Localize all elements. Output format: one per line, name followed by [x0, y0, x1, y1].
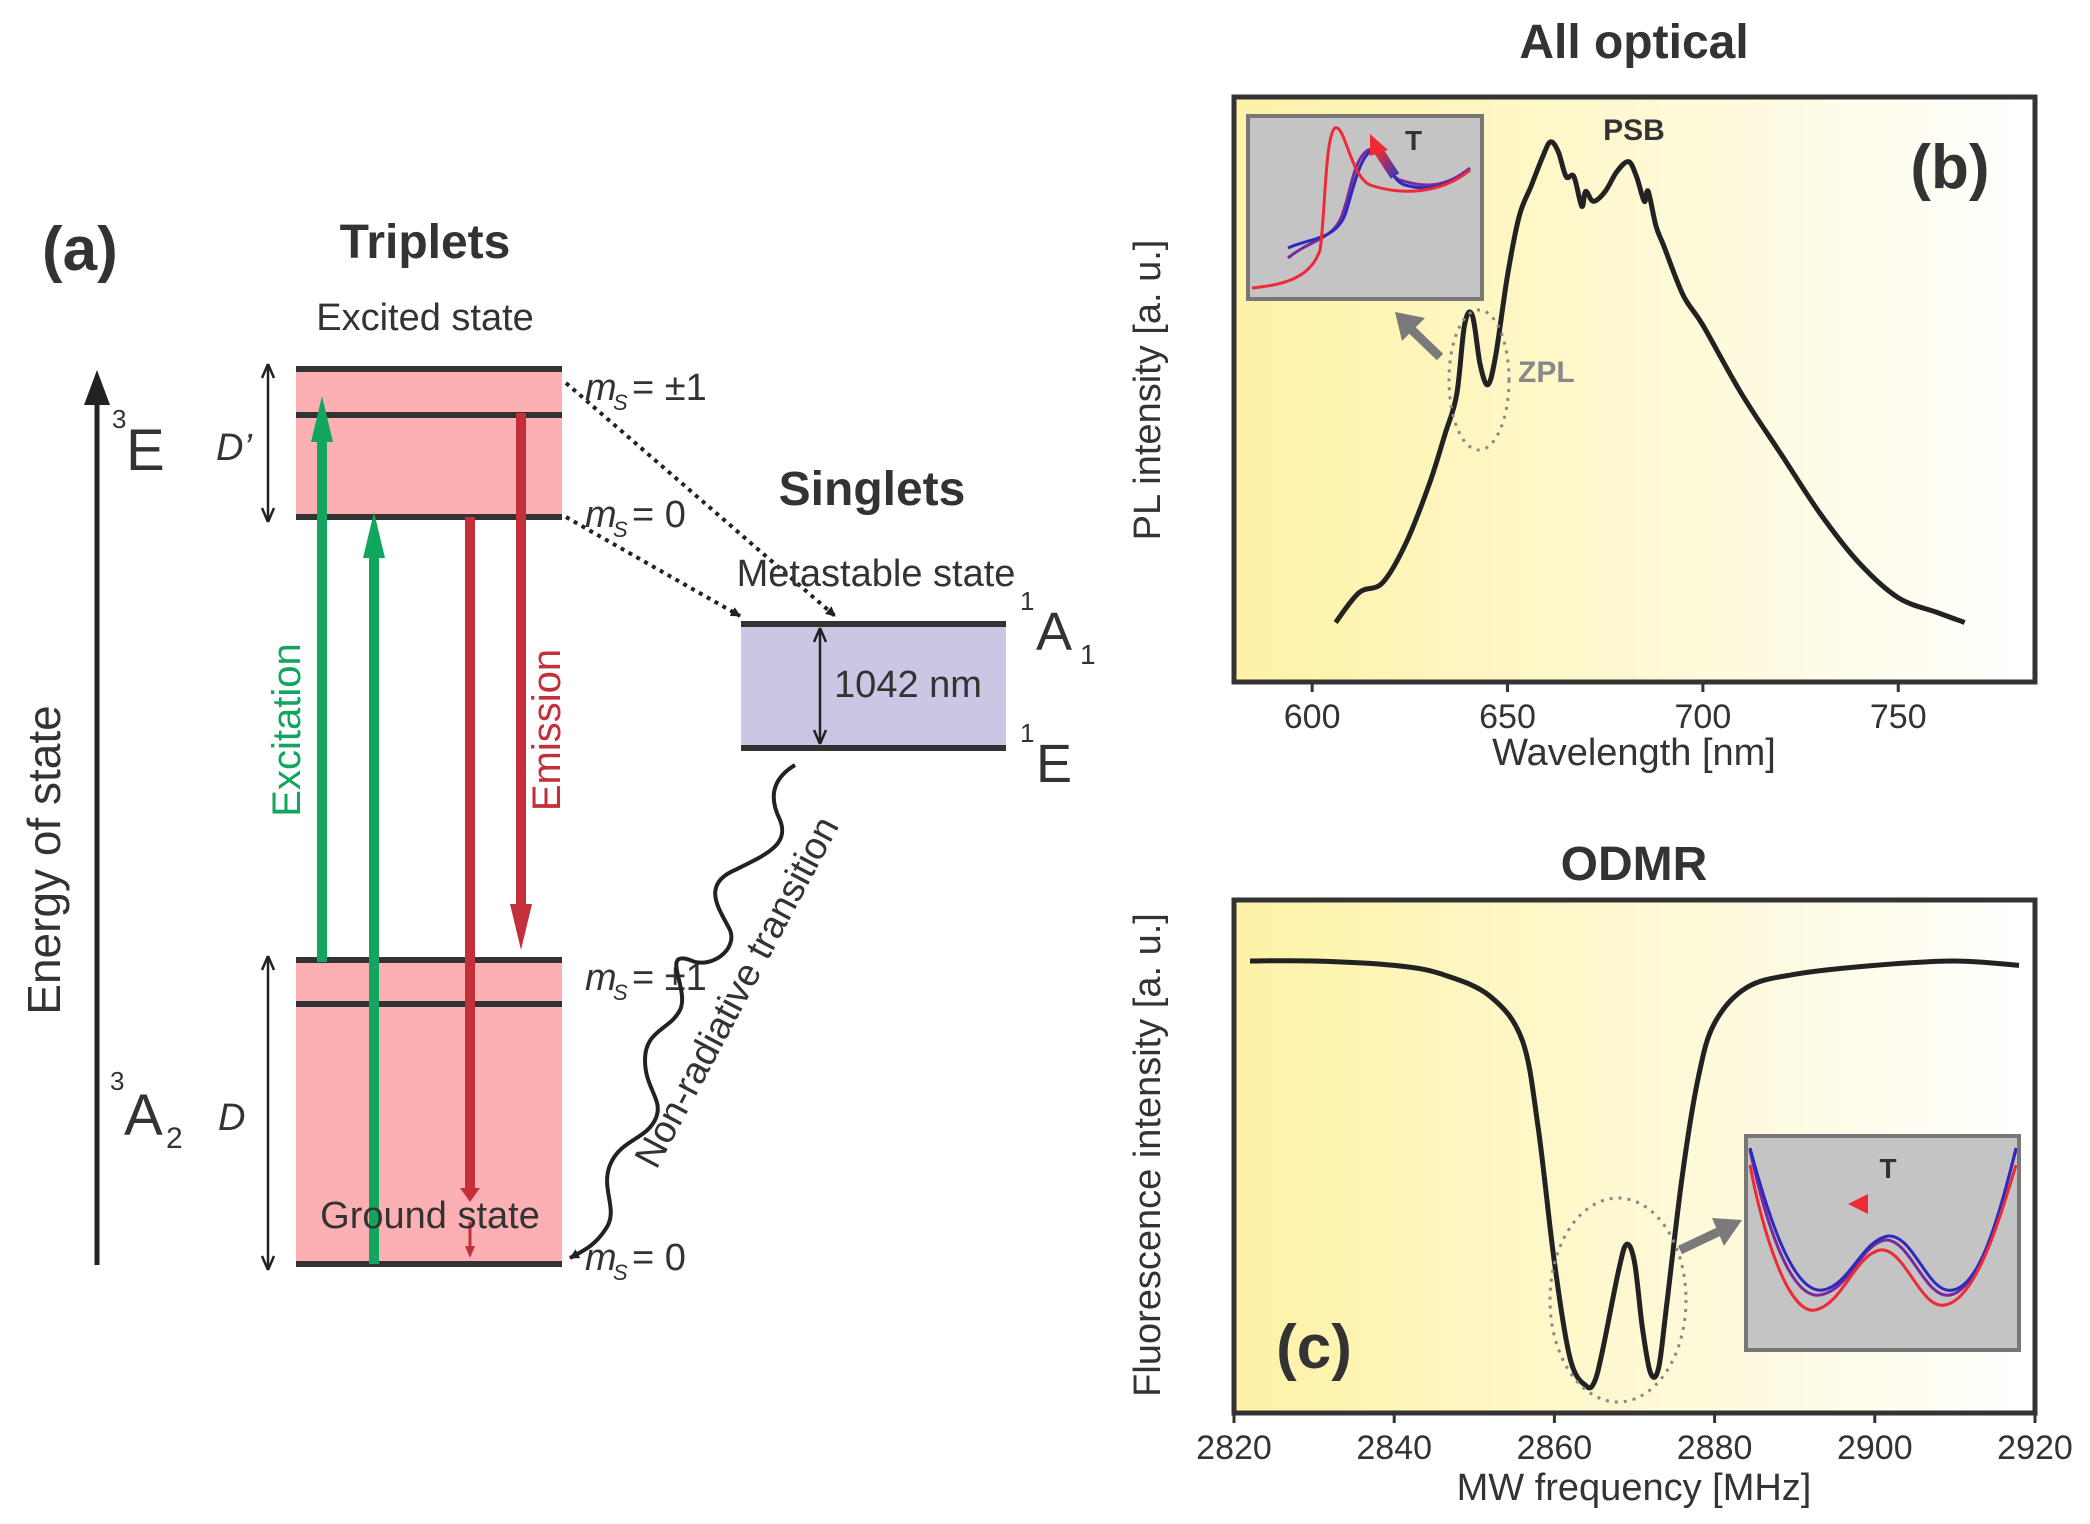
panel-b-title: All optical	[1519, 16, 1748, 69]
zpl-highlight-ellipse	[1447, 308, 1511, 452]
psb-label: PSB	[1603, 114, 1665, 147]
odmr-x-tick-label: 2880	[1677, 1429, 1753, 1467]
metastable-state-label: Metastable state	[737, 553, 1016, 595]
state-1e-label: 1 E	[1020, 718, 1072, 794]
svg-text:1: 1	[1020, 718, 1034, 748]
d-label: D	[218, 1097, 245, 1139]
panel-a: (a) Energy of state Triplets Excited sta…	[18, 215, 1096, 1285]
inset-b-curve-red	[1251, 126, 1471, 290]
odmr-curve	[1249, 958, 2020, 1391]
inset-c-t-label: T	[1879, 1153, 1896, 1184]
singlet-band	[741, 624, 1006, 748]
odmr-x-tick-label: 2900	[1837, 1429, 1913, 1467]
state-3a2-label: 3 A 2	[110, 1066, 183, 1155]
svg-text:= 0: = 0	[632, 494, 686, 536]
energy-axis-label: Energy of state	[18, 705, 70, 1014]
svg-text:3: 3	[112, 404, 126, 434]
excitation-arrow-1	[311, 396, 333, 962]
svg-text:S: S	[613, 980, 628, 1005]
odmr-zoom-arrow	[1678, 1218, 1742, 1255]
odmr-x-tick-label: 2860	[1517, 1429, 1593, 1467]
panel-b: All optical 600 650 700 750 (b) PSB ZPL T P…	[1127, 16, 2038, 774]
panel-c-y-label: Fluorescence intensity [a. u.]	[1127, 913, 1169, 1397]
d-prime-arrow-bottom	[260, 507, 276, 523]
ms-pm1-upper-label: m S = ±1	[585, 367, 707, 415]
ground-triplet-band	[296, 958, 562, 1264]
svg-text:1: 1	[1020, 586, 1034, 616]
inset-b-t-arrow	[1373, 147, 1400, 179]
ms-pm1-lower-label: m S = ±1	[585, 957, 707, 1005]
inset-b-t-arrowhead	[1370, 134, 1388, 156]
svg-text:= 0: = 0	[632, 1237, 686, 1279]
inset-c-curve-blue	[1748, 1147, 2018, 1292]
nonradiative-wavy-path	[569, 763, 797, 1260]
inset-c-t-arrowhead	[1848, 1194, 1868, 1214]
ms-0-lower-label: m S = 0	[585, 1237, 686, 1285]
inset-b-t-label: T	[1405, 125, 1422, 156]
ms-0-upper-label: m S = 0	[585, 494, 686, 542]
d-prime-label: D’	[216, 427, 252, 469]
gap-arrow-top	[812, 627, 828, 643]
emission-arrow-1	[510, 413, 532, 950]
svg-text:E: E	[126, 418, 165, 483]
svg-text:1: 1	[1080, 639, 1096, 670]
svg-text:m: m	[585, 494, 617, 536]
svg-text:m: m	[585, 957, 617, 999]
excitation-arrow-2	[363, 512, 385, 1264]
panel-b-y-label: PL intensity [a. u.]	[1127, 240, 1169, 541]
state-1a1-label: 1 A 1	[1020, 586, 1096, 670]
odmr-x-tick-label: 2920	[1997, 1429, 2073, 1467]
panel-c-x-label: MW frequency [MHz]	[1457, 1467, 1812, 1509]
d-arrow-bottom	[260, 1255, 276, 1271]
singlets-title: Singlets	[779, 463, 966, 516]
svg-text:S: S	[613, 390, 628, 415]
panel-c: ODMR 2820 2840 2860 2880 2900 2920 (c) T Fluo…	[1127, 838, 2073, 1509]
pl-x-tick-label: 650	[1479, 698, 1536, 736]
panel-b-inset: T	[1246, 114, 1484, 301]
svg-text:2: 2	[166, 1122, 183, 1155]
svg-text:= ±1: = ±1	[632, 957, 707, 999]
svg-text:A: A	[1036, 602, 1072, 662]
panel-c-title: ODMR	[1561, 838, 1708, 891]
pl-spectrum-curve	[1333, 139, 1966, 625]
panel-b-x-label: Wavelength [nm]	[1492, 732, 1776, 774]
panel-b-label: (b)	[1910, 133, 1989, 202]
svg-text:A: A	[124, 1083, 163, 1148]
excitation-label: Excitation	[265, 643, 309, 816]
svg-text:m: m	[585, 1237, 617, 1279]
svg-text:= ±1: = ±1	[632, 367, 707, 409]
d-prime-arrow-top	[260, 363, 276, 379]
svg-text:3: 3	[110, 1066, 124, 1096]
zpl-zoom-arrow	[1395, 312, 1444, 361]
panel-a-label: (a)	[42, 215, 118, 284]
triplets-title: Triplets	[340, 216, 511, 269]
excited-state-label: Excited state	[316, 297, 534, 339]
panel-b-x-ticks: 600 650 700 750	[1284, 682, 1927, 736]
panel-c-inset: T	[1744, 1134, 2021, 1352]
emission-label: Emission	[525, 649, 569, 811]
panel-c-label: (c)	[1276, 1313, 1352, 1382]
odmr-dip-highlight-ellipse	[1548, 1196, 1688, 1404]
d-arrow-top	[260, 955, 276, 971]
odmr-x-tick-label: 2840	[1356, 1429, 1432, 1467]
inset-c-curve-red	[1748, 1164, 2018, 1312]
ground-state-label: Ground state	[320, 1195, 540, 1237]
pl-x-tick-label: 700	[1675, 698, 1732, 736]
panel-c-x-ticks: 2820 2840 2860 2880 2900 2920	[1196, 1413, 2073, 1467]
pl-x-tick-label: 600	[1284, 698, 1341, 736]
svg-text:S: S	[613, 1260, 628, 1285]
gap-label: 1042 nm	[834, 664, 982, 706]
isc-arrow-0	[565, 515, 741, 618]
gap-arrow-bottom	[812, 729, 828, 745]
emission-arrow-2	[460, 517, 480, 1258]
zpl-label: ZPL	[1518, 356, 1575, 389]
pl-x-tick-label: 750	[1870, 698, 1927, 736]
svg-text:E: E	[1036, 734, 1072, 794]
energy-axis-arrowhead	[84, 370, 110, 405]
state-3e-label: 3 E	[112, 404, 165, 483]
svg-text:S: S	[613, 517, 628, 542]
odmr-x-tick-label: 2820	[1196, 1429, 1272, 1467]
